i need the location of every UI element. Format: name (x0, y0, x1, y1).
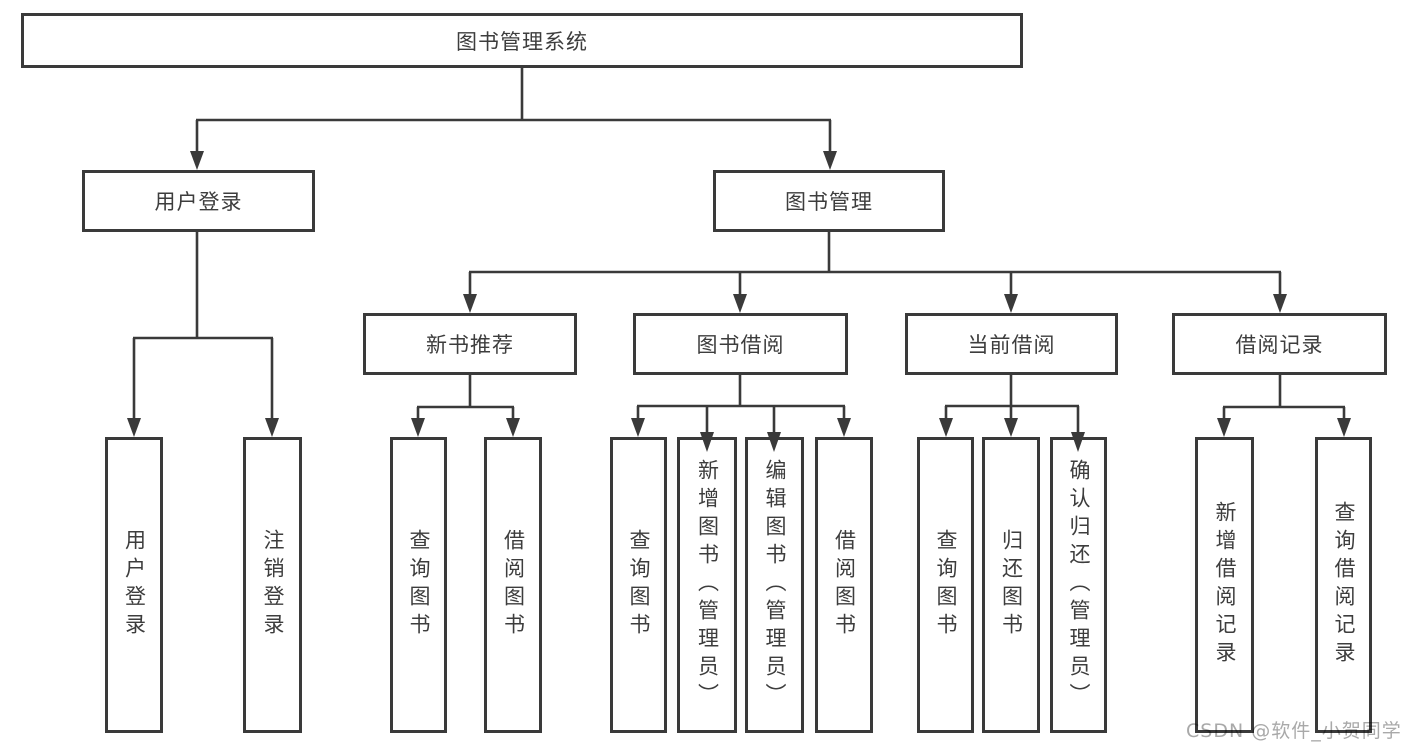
leaf-borrow-borrow-books-label: 借阅图书 (832, 529, 857, 641)
leaf-current-query-books: 查询图书 (917, 437, 974, 733)
leaf-borrow-borrow-books: 借阅图书 (815, 437, 873, 733)
leaf-confirm-return-admin-label: 确认归还（管理员） (1067, 459, 1091, 711)
node-current-borrow: 当前借阅 (905, 313, 1118, 375)
leaf-add-books-admin: 新增图书（管理员） (677, 437, 737, 733)
leaf-newbook-borrow-books-label: 借阅图书 (501, 529, 526, 641)
node-user-login-label: 用户登录 (154, 190, 243, 214)
leaf-add-borrow-record-label: 新增借阅记录 (1213, 501, 1237, 669)
leaf-current-query-books-label: 查询图书 (934, 529, 958, 641)
node-new-book-recommend-label: 新书推荐 (426, 333, 514, 357)
node-root: 图书管理系统 (21, 13, 1023, 68)
leaf-newbook-borrow-books: 借阅图书 (484, 437, 542, 733)
leaf-newbook-query-books: 查询图书 (390, 437, 447, 733)
node-book-management: 图书管理 (713, 170, 945, 232)
leaf-user-login-label: 用户登录 (122, 529, 147, 641)
node-root-label: 图书管理系统 (456, 29, 588, 54)
connector-book-management-to-level3 (463, 232, 1287, 313)
node-book-borrow-label: 图书借阅 (696, 333, 785, 357)
leaf-return-books-label: 归还图书 (999, 529, 1024, 641)
leaf-newbook-query-books-label: 查询图书 (407, 529, 431, 641)
leaf-borrow-query-books: 查询图书 (610, 437, 667, 733)
leaf-edit-books-admin-label: 编辑图书（管理员） (763, 459, 787, 711)
node-user-login: 用户登录 (82, 170, 315, 232)
watermark-text: CSDN @软件_小贺同学 (1186, 720, 1402, 742)
leaf-edit-books-admin: 编辑图书（管理员） (745, 437, 804, 733)
node-book-borrow: 图书借阅 (633, 313, 848, 375)
connector-user-login-to-leaves (127, 232, 279, 437)
node-book-management-label: 图书管理 (785, 190, 873, 214)
leaf-borrow-query-books-label: 查询图书 (627, 529, 651, 641)
leaf-logout: 注销登录 (243, 437, 302, 733)
leaf-query-borrow-record-label: 查询借阅记录 (1332, 501, 1356, 669)
connector-borrow-records-to-leaves (1217, 375, 1351, 437)
leaf-confirm-return-admin: 确认归还（管理员） (1050, 437, 1107, 733)
node-borrow-records-label: 借阅记录 (1235, 333, 1324, 357)
node-new-book-recommend: 新书推荐 (363, 313, 577, 375)
leaf-return-books: 归还图书 (982, 437, 1040, 733)
leaf-add-borrow-record: 新增借阅记录 (1195, 437, 1254, 733)
connector-root-to-level2 (190, 68, 837, 170)
connector-new-book-to-leaves (411, 375, 520, 437)
leaf-query-borrow-record: 查询借阅记录 (1315, 437, 1372, 733)
node-current-borrow-label: 当前借阅 (967, 333, 1056, 357)
node-borrow-records: 借阅记录 (1172, 313, 1387, 375)
leaf-add-books-admin-label: 新增图书（管理员） (695, 459, 720, 711)
leaf-logout-label: 注销登录 (261, 529, 285, 641)
leaf-user-login: 用户登录 (105, 437, 163, 733)
